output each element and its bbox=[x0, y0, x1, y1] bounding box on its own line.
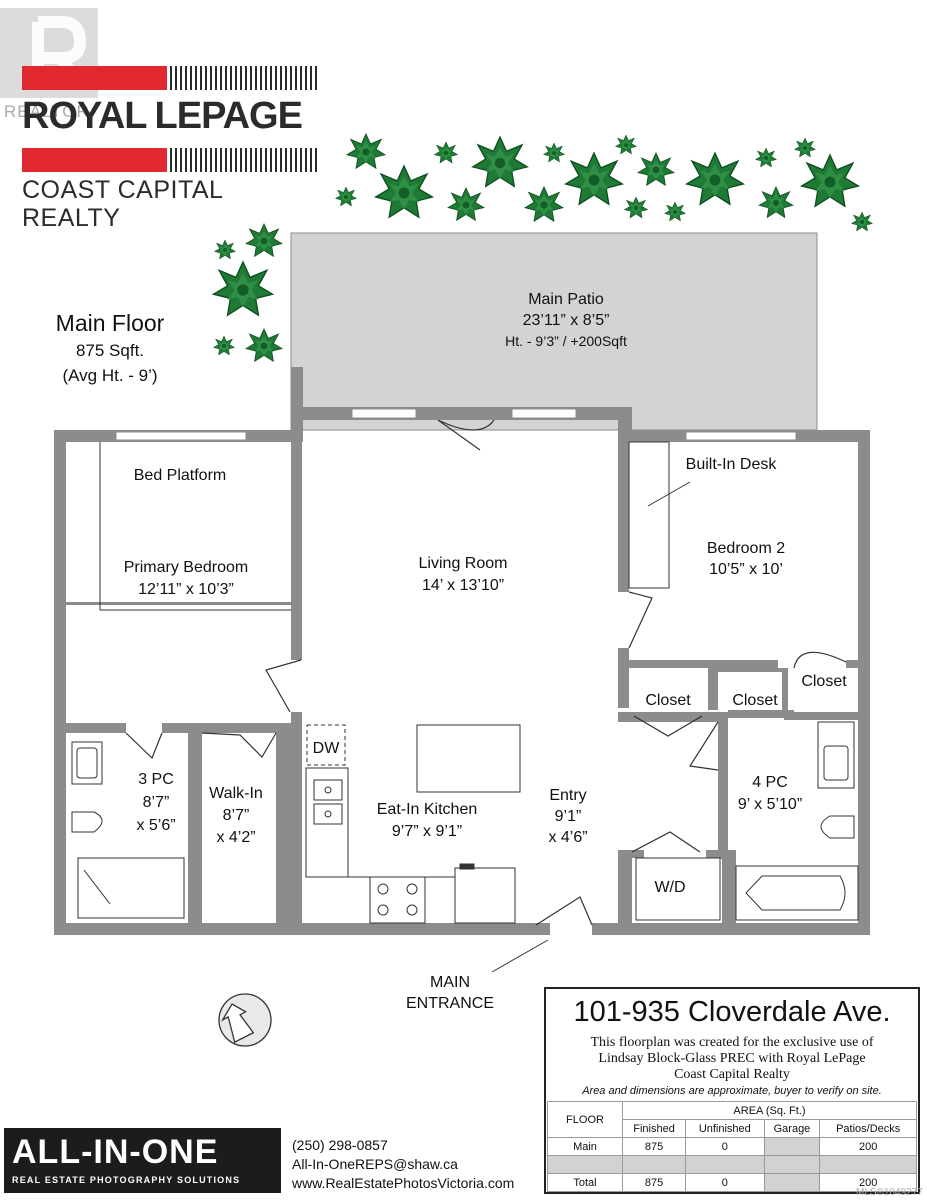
brand-name-left: ROYAL bbox=[22, 95, 148, 137]
patio-dims: 23’11” x 8’5” bbox=[522, 312, 610, 329]
doors bbox=[125, 419, 847, 926]
living-room-dims: 14’ x 13’10” bbox=[421, 577, 505, 594]
logo-stripe-block-top bbox=[170, 66, 318, 90]
row-blank-finished bbox=[621, 1155, 687, 1174]
col-finished: Finished bbox=[621, 1119, 687, 1138]
col-patios: Patios/Decks bbox=[819, 1119, 917, 1138]
row-main-finished: 875 bbox=[621, 1137, 687, 1156]
bedroom2-name: Bedroom 2 bbox=[706, 540, 786, 557]
built-in-desk bbox=[628, 441, 691, 589]
patio-area bbox=[290, 232, 818, 431]
row-total-finished: 875 bbox=[621, 1173, 687, 1192]
table-row bbox=[547, 1155, 917, 1174]
living-room-name: Living Room bbox=[418, 555, 508, 572]
logo-bottom-bar bbox=[22, 148, 167, 172]
info-line-1: This floorplan was created for the exclu… bbox=[590, 1035, 874, 1050]
kitchen-fixtures bbox=[305, 724, 521, 924]
bath-fixtures bbox=[71, 721, 859, 921]
washer-dryer-label: W/D bbox=[654, 879, 686, 896]
photographer-tagline: REAL ESTATE PHOTOGRAPHY SOLUTIONS bbox=[12, 1175, 241, 1185]
photographer-name: ALL-IN-ONE bbox=[12, 1133, 219, 1171]
closet-label-2: Closet bbox=[732, 692, 778, 709]
entrance-pointer bbox=[491, 939, 549, 973]
logo-stripe-block-bottom bbox=[170, 148, 318, 172]
dishwasher-label: DW bbox=[312, 740, 340, 757]
entry-dim1: 9’1” bbox=[554, 808, 582, 825]
bath3-dim2: x 5’6” bbox=[136, 817, 176, 834]
brand-office: COAST CAPITAL REALTY bbox=[22, 176, 223, 232]
row-total-floor: Total bbox=[547, 1173, 623, 1192]
windows bbox=[115, 408, 797, 441]
table-row: Total 875 0 200 bbox=[547, 1173, 917, 1192]
bedroom2-dims: 10’5” x 10’ bbox=[709, 561, 783, 578]
brand-name-right: LEPAGE bbox=[154, 95, 303, 137]
row-blank-unfinished bbox=[685, 1155, 765, 1174]
built-in-desk-label: Built-In Desk bbox=[685, 456, 777, 473]
kitchen-dims: 9’7” x 9’1” bbox=[391, 823, 463, 840]
photographer-logo: ALL-IN-ONE REAL ESTATE PHOTOGRAPHY SOLUT… bbox=[4, 1128, 281, 1193]
row-total-garage bbox=[763, 1173, 821, 1192]
info-disclaimer: Area and dimensions are approximate, buy… bbox=[582, 1085, 882, 1097]
logo-top-bar bbox=[22, 66, 167, 90]
bath3-dim1: 8’7” bbox=[142, 794, 170, 811]
area-table-floor-header: FLOOR bbox=[547, 1101, 623, 1138]
bath4-name: 4 PC bbox=[752, 774, 788, 791]
col-garage: Garage bbox=[763, 1119, 821, 1138]
table-row: Main 875 0 200 bbox=[547, 1137, 917, 1156]
walkin-dim1: 8’7” bbox=[222, 807, 250, 824]
row-main-patios: 200 bbox=[819, 1137, 917, 1156]
floor-sqft: 875 Sqft. bbox=[75, 341, 145, 360]
main-entrance-line2: ENTRANCE bbox=[405, 995, 494, 1012]
walls bbox=[54, 367, 870, 935]
entry-dim2: x 4’6” bbox=[548, 829, 588, 846]
patio-name: Main Patio bbox=[528, 291, 604, 308]
photographer-email: All-In-OneREPS@shaw.ca bbox=[292, 1156, 458, 1172]
floor-title: Main Floor bbox=[55, 310, 165, 336]
row-total-patios: 200 bbox=[819, 1173, 917, 1192]
bed-platform-label: Bed Platform bbox=[133, 467, 227, 484]
patio-extra: Ht. - 9’3” / +200Sqft bbox=[505, 333, 627, 349]
primary-bedroom-dims: 12’11” x 10’3” bbox=[138, 581, 234, 598]
walkin-dim2: x 4’2” bbox=[216, 829, 256, 846]
kitchen-name: Eat-In Kitchen bbox=[376, 801, 478, 818]
north-arrow-icon bbox=[218, 993, 272, 1047]
floor-avg-height: (Avg Ht. - 9’) bbox=[62, 366, 158, 385]
row-blank-floor bbox=[547, 1155, 623, 1174]
info-box: 101-935 Cloverdale Ave. This floorplan w… bbox=[544, 987, 920, 1194]
row-blank-patios bbox=[819, 1155, 917, 1174]
bed-platform bbox=[99, 442, 291, 611]
area-table: FLOOR AREA (Sq. Ft.) Finished Unfinished… bbox=[547, 1101, 917, 1192]
realtor-watermark-text: REALTOR bbox=[4, 102, 90, 121]
info-line-3: Coast Capital Realty bbox=[674, 1067, 790, 1082]
bath4-dims: 9’ x 5’10” bbox=[737, 796, 803, 813]
row-main-unfinished: 0 bbox=[685, 1137, 765, 1156]
main-entrance-line1: MAIN bbox=[430, 974, 470, 991]
col-unfinished: Unfinished bbox=[685, 1119, 765, 1138]
bath3-name: 3 PC bbox=[138, 771, 174, 788]
mls-number: MLS®1049277 bbox=[856, 1187, 923, 1198]
closet-label-1: Closet bbox=[645, 692, 691, 709]
row-blank-garage bbox=[763, 1155, 821, 1174]
photographer-phone: (250) 298-0857 bbox=[292, 1137, 388, 1153]
closet-label-3: Closet bbox=[801, 673, 847, 690]
photographer-website: www.RealEstatePhotosVictoria.com bbox=[292, 1175, 515, 1191]
walkin-name: Walk-In bbox=[209, 785, 263, 802]
entry-name: Entry bbox=[549, 787, 587, 804]
primary-bedroom-name: Primary Bedroom bbox=[123, 559, 249, 576]
info-line-2: Lindsay Block-Glass PREC with Royal LePa… bbox=[598, 1051, 866, 1066]
property-address: 101-935 Cloverdale Ave. bbox=[573, 996, 891, 1028]
row-main-floor: Main bbox=[547, 1137, 623, 1156]
row-total-unfinished: 0 bbox=[685, 1173, 765, 1192]
row-main-garage bbox=[763, 1137, 821, 1156]
area-table-area-header: AREA (Sq. Ft.) bbox=[622, 1101, 917, 1120]
